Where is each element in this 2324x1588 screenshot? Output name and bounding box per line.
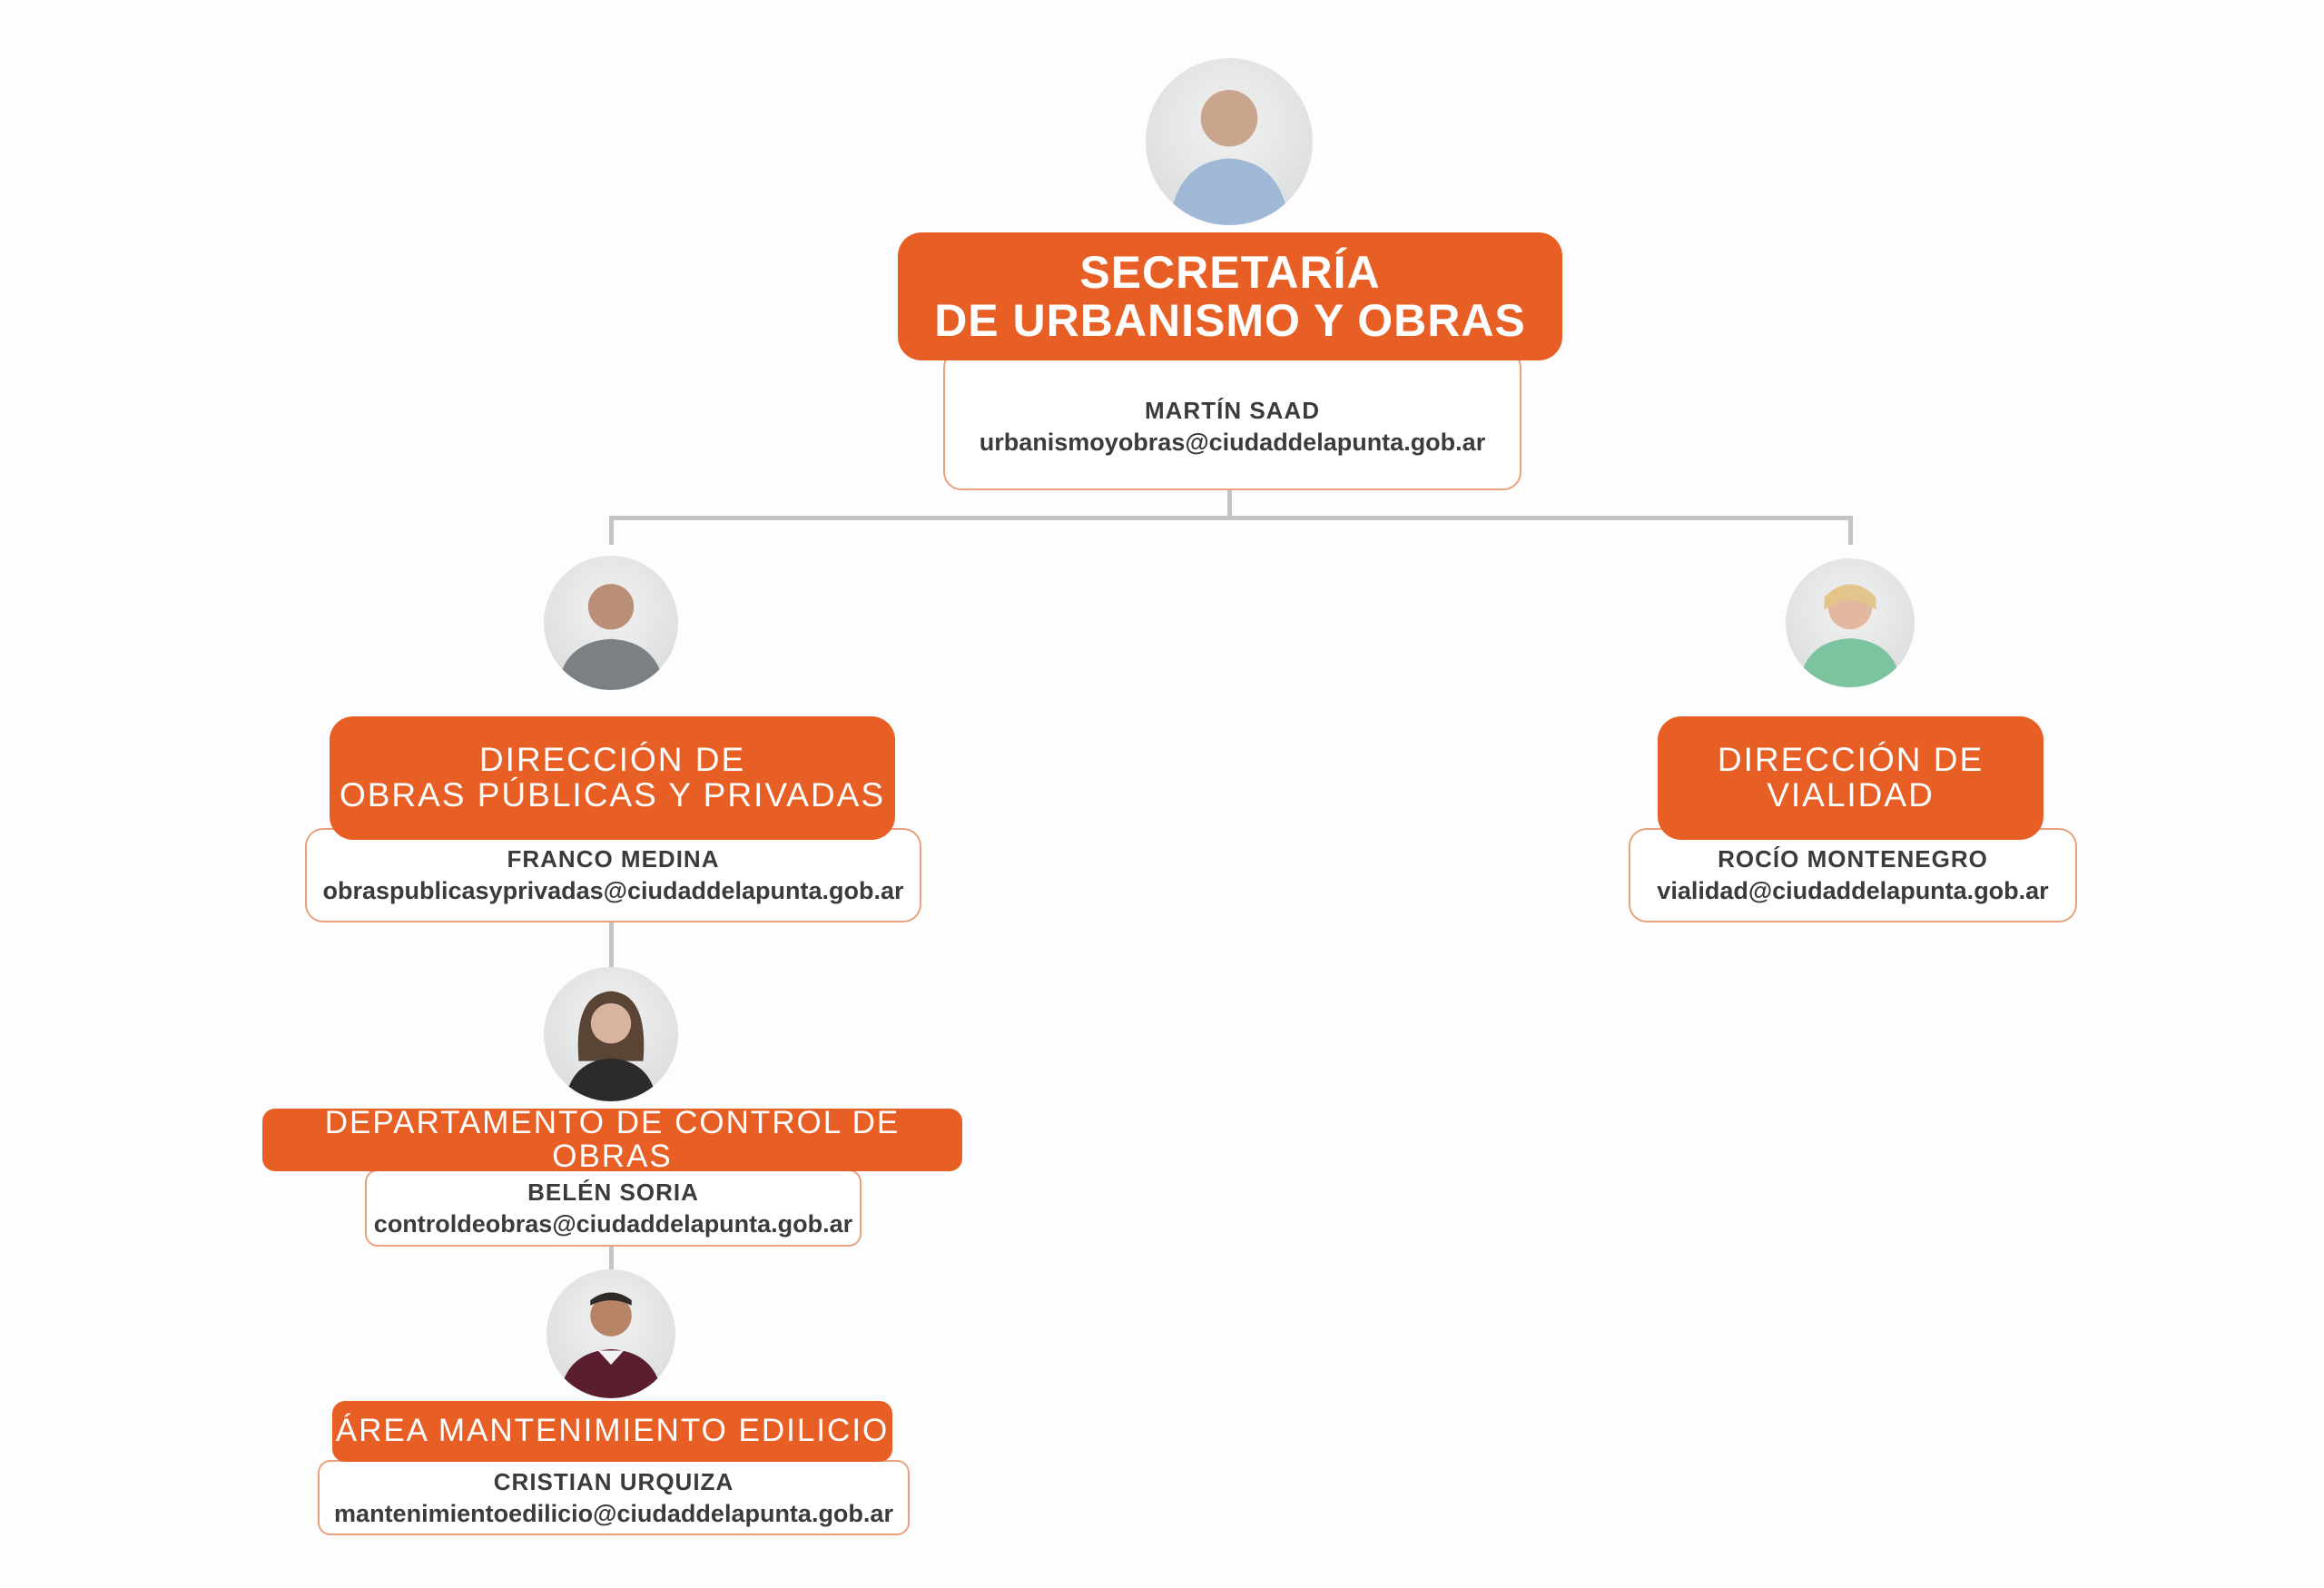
node-title-secretaria: SECRETARÍA DE URBANISMO Y OBRAS [898, 232, 1562, 360]
connector-obras-control [609, 917, 614, 970]
title-line: VIALIDAD [1767, 776, 1935, 814]
person-email[interactable]: urbanismoyobras@ciudaddelapunta.gob.ar [979, 428, 1486, 456]
title-line: OBRAS PÚBLICAS Y PRIVADAS [339, 776, 886, 814]
person-email[interactable]: vialidad@ciudaddelapunta.gob.ar [1657, 877, 2049, 904]
node-info-control: BELÉN SORIA controldeobras@ciudaddelapun… [365, 1169, 862, 1247]
connector-control-mantenimiento [609, 1241, 614, 1270]
title-line: SECRETARÍA [1079, 247, 1381, 298]
node-info-secretaria: MARTÍN SAAD urbanismoyobras@ciudaddelapu… [943, 350, 1521, 490]
avatar-rocio-montenegro [1786, 558, 1915, 687]
connector-root-down [1227, 472, 1232, 519]
connector-right-down [1848, 516, 1853, 545]
person-email[interactable]: mantenimientoedilicio@ciudaddelapunta.go… [334, 1499, 893, 1527]
node-title-mantenimiento: ÁREA MANTENIMIENTO EDILICIO [332, 1401, 892, 1462]
title-line: DIRECCIÓN DE [1717, 741, 1984, 779]
person-email[interactable]: obraspublicasyprivadas@ciudaddelapunta.g… [322, 877, 904, 904]
node-title-vialidad: DIRECCIÓN DE VIALIDAD [1658, 716, 2043, 840]
connector-left-down [609, 516, 614, 545]
person-email[interactable]: controldeobras@ciudaddelapunta.gob.ar [373, 1209, 853, 1238]
avatar-martin-saad [1146, 58, 1313, 225]
person-name: BELÉN SORIA [527, 1178, 699, 1206]
avatar-cristian-urquiza [547, 1269, 675, 1398]
title-line: DE URBANISMO Y OBRAS [934, 294, 1526, 346]
connector-horizontal [609, 516, 1853, 520]
person-name: CRISTIAN URQUIZA [493, 1467, 734, 1495]
person-name: MARTÍN SAAD [1145, 396, 1320, 424]
node-info-vialidad: ROCÍO MONTENEGRO vialidad@ciudaddelapunt… [1629, 828, 2077, 922]
node-info-mantenimiento: CRISTIAN URQUIZA mantenimientoedilicio@c… [318, 1460, 910, 1535]
title-line: DIRECCIÓN DE [478, 741, 746, 779]
node-title-obras: DIRECCIÓN DE OBRAS PÚBLICAS Y PRIVADAS [330, 716, 895, 840]
person-name: ROCÍO MONTENEGRO [1718, 845, 1988, 873]
node-title-control: DEPARTAMENTO DE CONTROL DE OBRAS [262, 1104, 962, 1174]
title-line: ÁREA MANTENIMIENTO EDILICIO [335, 1413, 890, 1449]
title-line: DEPARTAMENTO DE CONTROL DE OBRAS [324, 1104, 901, 1174]
avatar-franco-medina [544, 556, 678, 690]
person-name: FRANCO MEDINA [507, 845, 720, 873]
node-info-obras: FRANCO MEDINA obraspublicasyprivadas@ciu… [305, 828, 921, 922]
avatar-belen-soria [544, 967, 678, 1101]
